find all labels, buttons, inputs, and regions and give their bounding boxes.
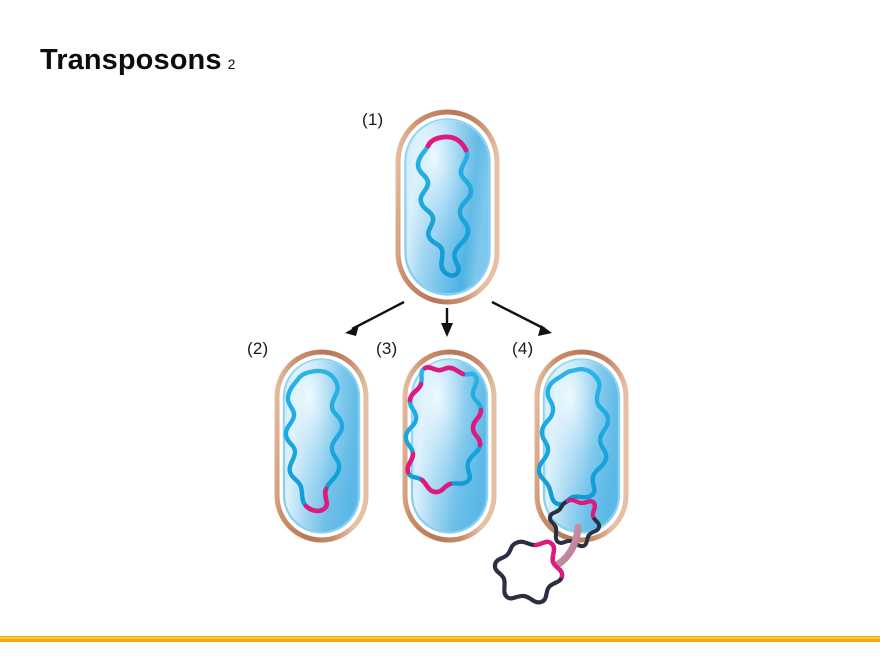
cell-3-transposon-left <box>407 381 424 403</box>
cell-2-label: (2) <box>247 339 269 358</box>
page-title: Transposons 2 <box>40 44 235 84</box>
plasmid-internal-transposon <box>565 497 598 519</box>
cell-2 <box>274 349 369 543</box>
branch-arrow-left <box>345 300 405 336</box>
cell-4 <box>534 349 629 549</box>
footer-accent-bar <box>0 636 880 642</box>
transposon-diagram: (1) (2) (3) (4) <box>247 109 629 605</box>
plasmid-external <box>492 539 565 605</box>
cell-4-highlight <box>544 359 619 533</box>
cell-1 <box>395 109 500 305</box>
cell-1-highlight <box>405 119 490 295</box>
cell-1-transposon <box>425 134 469 153</box>
footer-accent-bar-highlight <box>0 637 880 639</box>
plasmid-internal <box>547 497 602 549</box>
cell-3-label: (3) <box>376 339 398 358</box>
cell-1-chromosome <box>415 134 474 278</box>
page-title-text: Transposons <box>40 44 222 76</box>
cell-2-transposon <box>303 486 330 514</box>
cell-3-transposon-right <box>470 407 484 448</box>
plasmid-external-transposon <box>533 539 565 579</box>
branch-arrow-middle <box>441 308 453 337</box>
page-title-superscript: 2 <box>227 56 236 72</box>
cell-4-label: (4) <box>512 339 534 358</box>
cell-3-transposon-bottom-right <box>419 477 453 495</box>
branch-arrow-right <box>491 300 552 336</box>
cell-3 <box>402 349 497 543</box>
cell-3-transposon-bottom <box>405 451 416 475</box>
branch-arrows <box>345 300 552 337</box>
cell-1-label: (1) <box>362 110 384 129</box>
cell-3-transposon-top <box>422 365 466 377</box>
